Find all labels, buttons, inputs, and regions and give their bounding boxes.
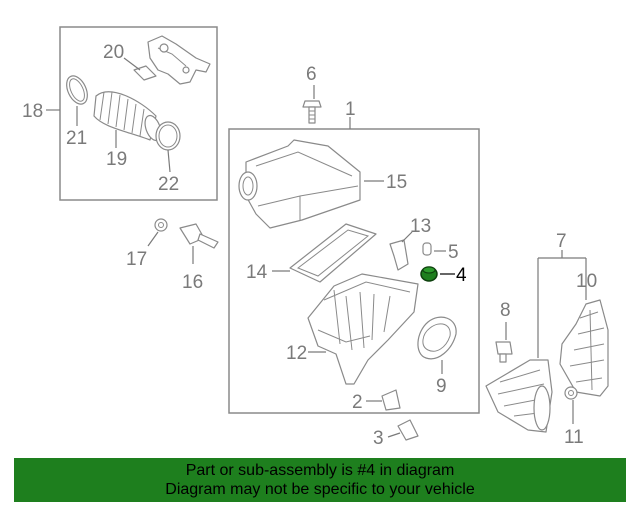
part-11-grommet xyxy=(564,386,578,400)
part-8-bolt xyxy=(495,341,513,363)
callout-5: 5 xyxy=(448,242,459,263)
part-15-upper-cover xyxy=(238,139,361,229)
callout-4: 4 xyxy=(456,265,467,286)
callout-22: 22 xyxy=(158,174,179,195)
callout-9: 9 xyxy=(436,376,447,397)
callout-7: 7 xyxy=(556,231,567,252)
callout-17: 17 xyxy=(126,249,147,270)
banner-line-part: Part or sub-assembly is #4 in diagram xyxy=(185,462,455,479)
callout-12: 12 xyxy=(286,343,307,364)
inset-frame xyxy=(59,26,218,201)
part-10-bracket xyxy=(559,299,609,397)
callout-10: 10 xyxy=(576,271,597,292)
info-banner: Part or sub-assembly is #4 in diagram Di… xyxy=(14,458,626,502)
leader-lines xyxy=(46,57,587,438)
part-14-filter xyxy=(289,223,377,283)
part-17-nut xyxy=(154,218,168,232)
callout-21: 21 xyxy=(66,128,87,149)
part-21-clamp xyxy=(66,75,88,105)
part-16-sensor xyxy=(179,223,219,249)
callout-11: 11 xyxy=(564,427,584,448)
part-19-hose xyxy=(93,91,162,142)
callout-8: 8 xyxy=(500,300,511,321)
part-22-clamp xyxy=(155,121,181,151)
assembly-frame xyxy=(228,128,480,414)
callout-1: 1 xyxy=(345,99,356,120)
callout-16: 16 xyxy=(182,272,203,293)
part-13-clip xyxy=(389,239,409,271)
part-6-bolt xyxy=(302,100,322,124)
callout-18: 18 xyxy=(22,101,43,122)
callout-6: 6 xyxy=(306,64,317,85)
callout-2: 2 xyxy=(352,392,363,413)
part-20-bracket xyxy=(133,35,211,85)
banner-line-disclaimer: Diagram may not be specific to your vehi… xyxy=(165,481,475,498)
callout-labels: 1 6 18 20 21 19 22 15 13 5 4 14 12 9 2 3… xyxy=(22,42,597,449)
callout-20: 20 xyxy=(103,42,124,63)
part-7-duct xyxy=(485,359,553,433)
part-5-grommet xyxy=(422,242,432,256)
callout-13: 13 xyxy=(410,216,431,237)
part-9-seal xyxy=(417,316,457,360)
callout-15: 15 xyxy=(386,172,407,193)
part-12-lower-housing xyxy=(307,273,419,385)
callout-19: 19 xyxy=(106,149,127,170)
part-4-highlighted xyxy=(420,266,438,282)
callout-14: 14 xyxy=(246,262,268,283)
part-2-clip xyxy=(381,389,401,411)
part-3-clip xyxy=(397,419,419,441)
callout-3: 3 xyxy=(373,428,384,449)
